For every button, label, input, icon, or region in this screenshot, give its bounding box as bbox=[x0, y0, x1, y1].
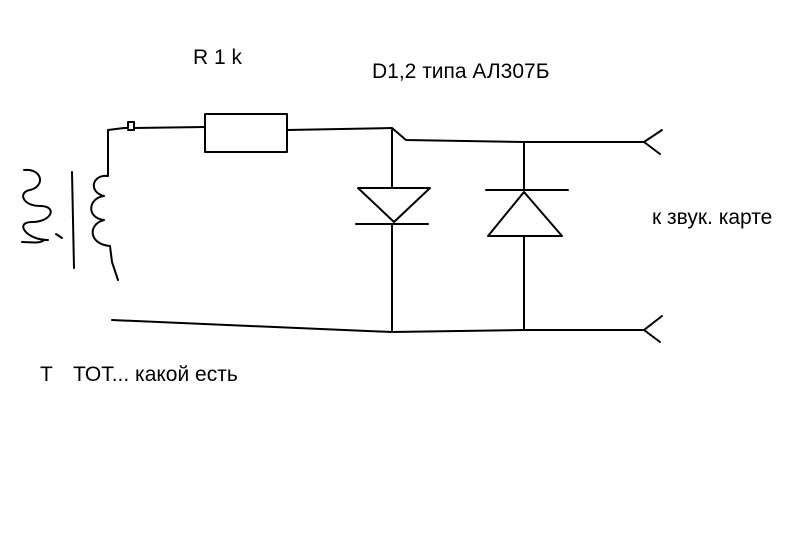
diodes-label: D1,2 типа АЛ307Б bbox=[372, 60, 550, 83]
diode-d2-body bbox=[487, 191, 563, 237]
transformer-primary-coil bbox=[21, 168, 63, 244]
wire-top-right bbox=[286, 127, 645, 143]
transformer-description: ТОТ... какой есть bbox=[73, 363, 238, 386]
resistor-label: R 1 k bbox=[193, 46, 243, 69]
wire-top-left bbox=[107, 121, 206, 151]
wire-bottom bbox=[111, 319, 645, 333]
transformer-label: T bbox=[40, 363, 53, 386]
resistor-r1 bbox=[204, 113, 288, 153]
output-connector-bottom bbox=[643, 315, 663, 343]
output-connector-top bbox=[643, 129, 663, 155]
transformer-core bbox=[71, 171, 75, 269]
output-label: к звук. карте bbox=[652, 206, 773, 229]
transformer-secondary-coil bbox=[90, 149, 119, 281]
diode-d1-body bbox=[357, 187, 431, 223]
